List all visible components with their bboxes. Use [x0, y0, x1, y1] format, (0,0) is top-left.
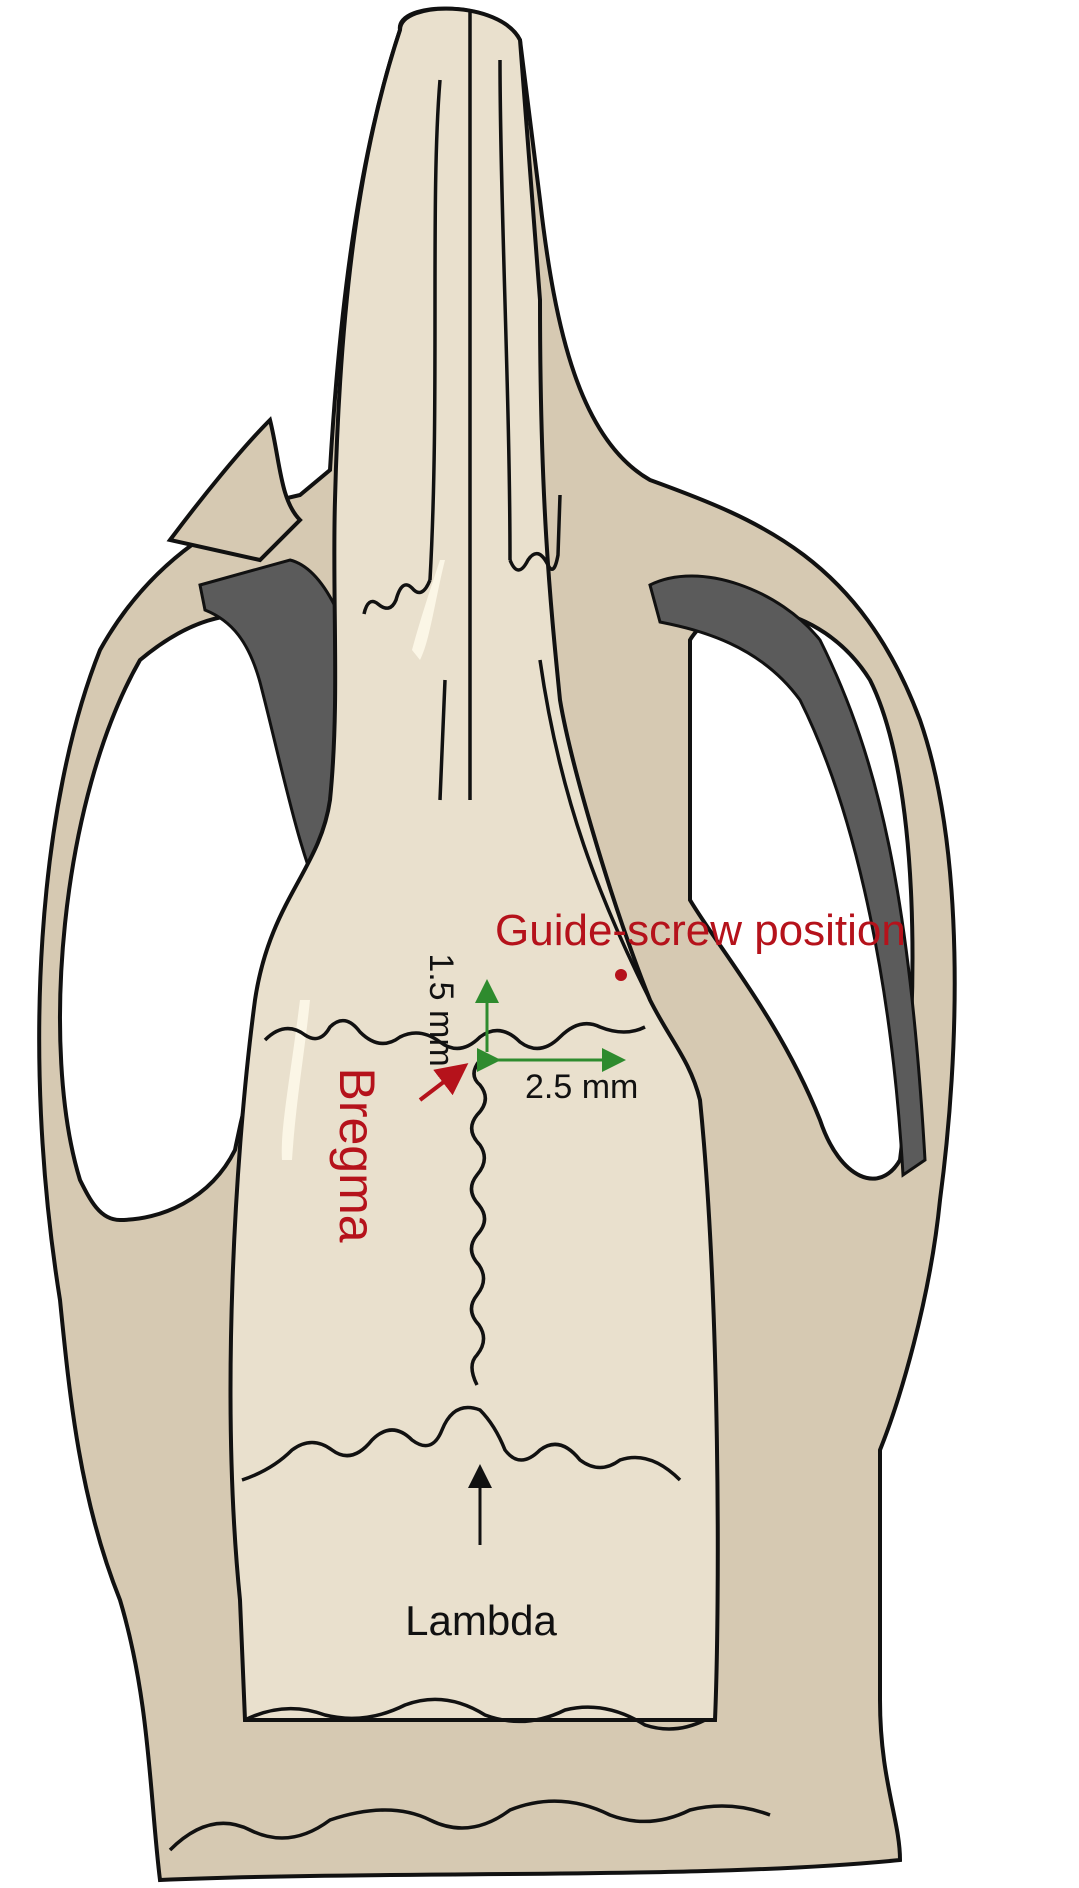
- cranium: [228, 6, 720, 1722]
- ml-distance-label: 2.5 mm: [525, 1068, 638, 1106]
- guide-screw-dot: [615, 969, 627, 981]
- sutures: [168, 10, 771, 1852]
- highlight: [281, 1000, 310, 1160]
- guide-screw-label: Guide-screw position: [495, 906, 906, 955]
- ap-distance-label: 1.5 mm: [422, 953, 460, 1066]
- right-shadow: [648, 574, 927, 1178]
- highlight: [412, 560, 445, 660]
- bregma-label: Bregma: [329, 1067, 385, 1242]
- bregma-arrow: [418, 1063, 469, 1102]
- zygomatic-process: [166, 416, 303, 563]
- lambda-label: Lambda: [405, 1597, 557, 1644]
